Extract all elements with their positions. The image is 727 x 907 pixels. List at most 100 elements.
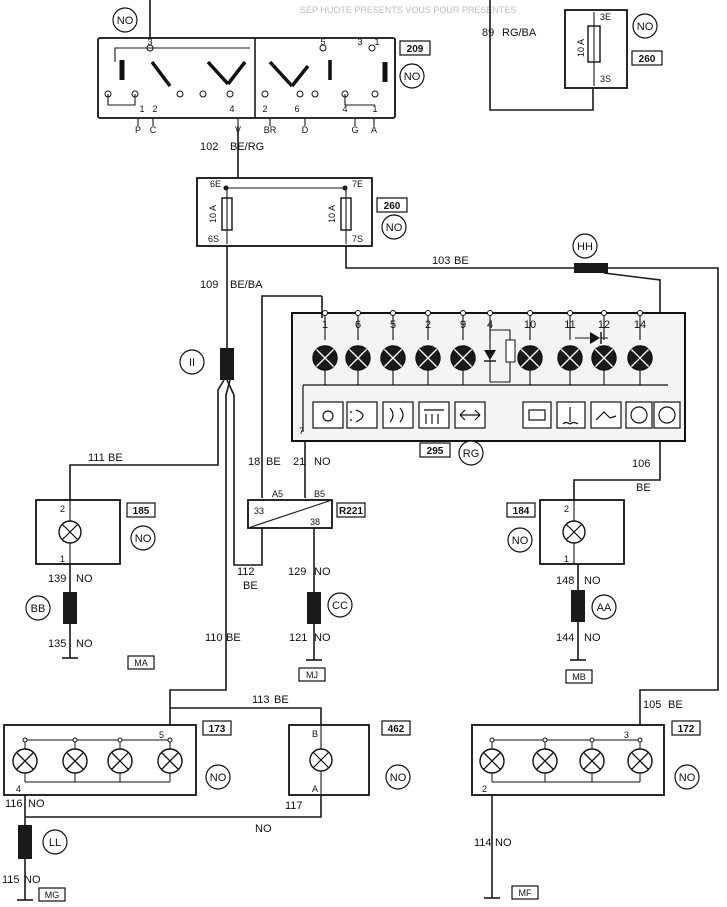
wire-111: [69, 379, 225, 500]
wire-21-number: 21: [293, 456, 305, 468]
cluster-warning-lamp-5: [380, 345, 406, 371]
cluster-pin-label: 5: [390, 319, 396, 331]
cluster-warning-lamp-1: [312, 345, 338, 371]
wire-103-color: BE: [454, 255, 469, 267]
svg-text:A: A: [312, 784, 318, 794]
wire-114-color: NO: [495, 837, 512, 849]
svg-text:4: 4: [229, 104, 234, 114]
connector-ll-body: [18, 825, 32, 859]
wire-129-number: 129: [288, 566, 306, 578]
wire-110: [169, 379, 231, 725]
tag-no-top-left: [112, 7, 138, 33]
svg-text:4: 4: [16, 784, 21, 794]
cluster-warning-lamp-14: [627, 345, 653, 371]
ref-173-label: 173: [209, 724, 226, 735]
svg-text:33: 33: [254, 506, 264, 516]
ref-209-label: 209: [407, 44, 424, 55]
svg-text:6E: 6E: [210, 179, 221, 189]
wire-102-number: 102: [200, 141, 218, 153]
connector-ll-tag: [42, 829, 68, 855]
svg-text:6S: 6S: [208, 234, 219, 244]
svg-text:1: 1: [564, 554, 569, 564]
group-173-lamp-2: [62, 748, 88, 774]
svg-text:2: 2: [262, 104, 267, 114]
cluster-pin-label: 6: [355, 319, 361, 331]
wire-116-number: 116: [5, 798, 23, 810]
wire-102-color: BE/RG: [230, 141, 264, 153]
wire-89-number: 89: [482, 27, 494, 39]
ground-ma-label: MA: [134, 658, 148, 668]
connector-ii-label: II: [189, 357, 195, 369]
ref-box-185: [126, 502, 156, 518]
cluster-pin-label: 14: [634, 319, 646, 331]
ref-box-295: [419, 442, 451, 458]
wire-18: [261, 295, 322, 498]
svg-text:3S: 3S: [600, 74, 611, 84]
group-173-lamp-4: [157, 748, 183, 774]
svg-text:3: 3: [357, 37, 362, 47]
cluster-warning-lamp-6: [345, 345, 371, 371]
connector-ii-body: [220, 348, 234, 380]
ref-box-172: [671, 720, 701, 736]
connector-hh-body: [574, 263, 608, 273]
tag-no-185-label: NO: [135, 533, 152, 545]
svg-text:5: 5: [159, 730, 164, 740]
svg-text:2: 2: [152, 104, 157, 114]
connector-bb-tag: [25, 595, 51, 621]
wire-135-color: NO: [76, 638, 93, 650]
svg-text:5: 5: [320, 37, 325, 47]
tag-no-184: [507, 527, 533, 553]
svg-text:7: 7: [299, 426, 304, 436]
ground-mf-box: [511, 885, 539, 900]
tag-no-209-label: NO: [404, 71, 421, 83]
wire-109-color: BE/BA: [230, 279, 263, 291]
wire-18-color: BE: [266, 456, 281, 468]
tag-no-173: [205, 764, 231, 790]
svg-text:38: 38: [310, 517, 320, 527]
svg-text:3: 3: [624, 730, 629, 740]
svg-text:BR: BR: [264, 125, 277, 135]
wire-112-number: 112: [237, 566, 255, 578]
ref-260-top-label: 260: [639, 54, 656, 65]
connector-aa-body: [571, 590, 585, 622]
ref-box-260-top: [631, 50, 663, 66]
tag-no-184-label: NO: [512, 535, 529, 547]
ground-ma-box: [127, 655, 155, 670]
svg-text:B: B: [312, 729, 318, 739]
wire-117-number: 117: [285, 800, 303, 812]
cluster-warning-lamp-2: [415, 345, 441, 371]
ground-mb-label: MB: [572, 672, 586, 682]
connector-cc-label: CC: [332, 600, 348, 612]
relay-r221: A5 B5 33 38: [247, 489, 333, 529]
tag-no-260-mid-label: NO: [386, 222, 403, 234]
svg-text:1: 1: [60, 554, 65, 564]
wire-112-color: BE: [243, 580, 258, 592]
tag-no-173-label: NO: [210, 772, 227, 784]
svg-text:4: 4: [342, 104, 347, 114]
ref-260-mid-label: 260: [384, 201, 401, 212]
cluster-pin-label: 9: [460, 319, 466, 331]
ref-r221-label: R221: [339, 506, 363, 517]
tag-no-172-label: NO: [679, 772, 696, 784]
wire-113-number: 113: [252, 694, 270, 706]
tag-rg-295: [458, 440, 484, 466]
ref-box-260-mid: [376, 197, 408, 213]
svg-text:1: 1: [374, 37, 379, 47]
cluster-pin-label: 1: [322, 319, 328, 331]
svg-text:10 A: 10 A: [576, 39, 586, 57]
ref-box-173: [202, 720, 232, 736]
tag-no-260-top-label: NO: [637, 21, 654, 33]
svg-text:B5: B5: [314, 489, 325, 499]
connector-aa-label: AA: [597, 602, 612, 614]
ground-mf-label: MF: [519, 888, 532, 898]
ref-184-label: 184: [513, 506, 530, 517]
ground-mb-box: [565, 669, 593, 684]
wire-148-number: 148: [556, 575, 574, 587]
group-172-lamp-4: [627, 748, 653, 774]
wire-139-color: NO: [76, 573, 93, 585]
wire-18-number: 18: [248, 456, 260, 468]
connector-aa-tag: [591, 594, 617, 620]
ref-295-label: 295: [427, 446, 444, 457]
